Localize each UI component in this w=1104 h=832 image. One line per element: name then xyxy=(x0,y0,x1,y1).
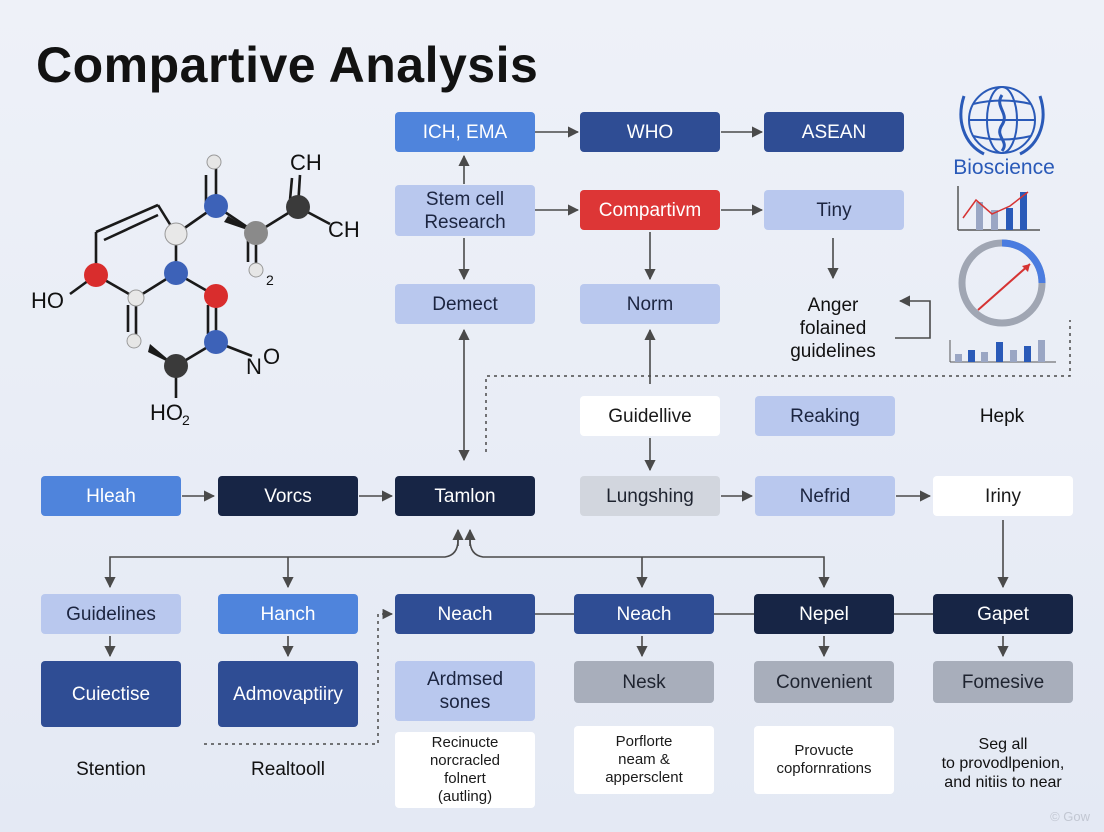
bar-chart-icon xyxy=(957,186,1040,231)
molecule-label-ho2-sub: 2 xyxy=(182,412,190,428)
node-segall-text: Seg all to provodlpenion, and nitiis to … xyxy=(941,736,1065,791)
mini-bars-icon xyxy=(949,340,1056,363)
node-neach-2: Neach xyxy=(574,594,714,634)
node-hanch: Hanch xyxy=(218,594,358,634)
node-iriny: Iriny xyxy=(933,476,1073,516)
node-stem-cell-research: Stem cell Research xyxy=(395,185,535,236)
molecule-label-ch-right: CH xyxy=(328,217,360,242)
molecule-label-two: 2 xyxy=(266,272,274,288)
molecule-label-o: O xyxy=(263,344,280,369)
node-gapet: Gapet xyxy=(933,594,1073,634)
node-convenient: Convenient xyxy=(754,661,894,703)
node-hepk-text: Hepk xyxy=(979,406,1025,427)
node-nepel: Nepel xyxy=(754,594,894,634)
node-porflorte: Porflorte neam & appersclent xyxy=(574,726,714,794)
node-lungshing: Lungshing xyxy=(580,476,720,516)
node-ardmsed-sones: Ardmsed sones xyxy=(395,661,535,721)
molecule-label-ho2: HO xyxy=(150,400,183,425)
node-guidellive: Guidellive xyxy=(580,396,720,436)
node-tiny: Tiny xyxy=(764,190,904,230)
watermark: © Gow xyxy=(1050,809,1090,824)
node-hleah: Hleah xyxy=(41,476,181,516)
node-nesk: Nesk xyxy=(574,661,714,703)
node-recinucte: Recinucte norcracled folnert (autling) xyxy=(395,732,535,808)
globe-icon xyxy=(959,86,1045,156)
node-reaking: Reaking xyxy=(755,396,895,436)
emblem-label: Bioscience xyxy=(953,156,1055,179)
node-asean: ASEAN xyxy=(764,112,904,152)
node-ich-ema: ICH, EMA xyxy=(395,112,535,152)
node-anger-text: Anger folained guidelines xyxy=(790,295,876,362)
gauge-icon xyxy=(958,239,1046,327)
node-cuiectise: Cuiectise xyxy=(41,661,181,727)
node-who: WHO xyxy=(580,112,720,152)
node-guidelines: Guidelines xyxy=(41,594,181,634)
arrow-anger-loop xyxy=(895,295,931,339)
node-norm: Norm xyxy=(580,284,720,324)
molecule-label-n: N xyxy=(246,354,262,379)
molecule-label-ch-top: CH xyxy=(290,150,322,175)
dotted-tamlon-to-top xyxy=(485,320,1071,452)
node-provucte: Provucte copfornrations xyxy=(754,726,894,794)
node-fomesive: Fomesive xyxy=(933,661,1073,703)
molecule-label-ho-left: HO xyxy=(31,288,64,313)
node-nefrid: Nefrid xyxy=(755,476,895,516)
node-stention-text: Stention xyxy=(76,759,146,780)
node-tamlon: Tamlon xyxy=(395,476,535,516)
node-realtooll-text: Realtooll xyxy=(251,759,325,780)
node-demect: Demect xyxy=(395,284,535,324)
node-admovaptiiry: Admovaptiiry xyxy=(218,661,358,727)
page-title: Compartive Analysis xyxy=(36,37,539,93)
node-vorcs: Vorcs xyxy=(218,476,358,516)
dotted-admo-to-neach xyxy=(204,608,394,745)
node-compartivm: Compartivm xyxy=(580,190,720,230)
node-neach-1: Neach xyxy=(395,594,535,634)
